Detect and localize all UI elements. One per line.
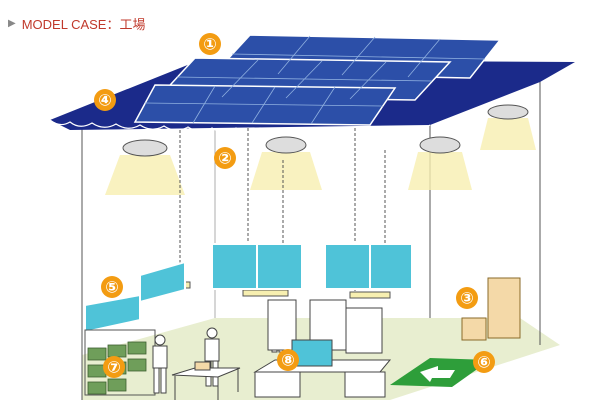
- window: [324, 243, 371, 290]
- svg-text:⑤: ⑤: [105, 278, 119, 297]
- fluorescent-fixture: [349, 291, 391, 299]
- model-case-header: ▶ MODEL CASE：工場: [8, 14, 145, 33]
- machines: [267, 299, 383, 354]
- markers: ① ② ③ ④ ⑤ ⑥ ⑦: [94, 33, 495, 378]
- window: [256, 243, 303, 290]
- window: [211, 243, 258, 290]
- ceiling-light: [105, 139, 185, 195]
- window: [139, 260, 186, 304]
- ceiling-light: [408, 136, 472, 190]
- page-title: MODEL CASE：工場: [21, 17, 146, 32]
- fluorescent-fixture: [242, 289, 289, 297]
- exit-floor-marking: [390, 358, 490, 387]
- marker-4[interactable]: ④: [94, 89, 116, 111]
- bullet-arrow-icon: ▶: [8, 18, 16, 29]
- svg-text:④: ④: [98, 91, 112, 110]
- svg-text:⑦: ⑦: [107, 358, 121, 377]
- marker-7[interactable]: ⑦: [103, 356, 125, 378]
- marker-6[interactable]: ⑥: [473, 351, 495, 373]
- roof-edge: [49, 119, 431, 133]
- storage-boxes: [461, 277, 521, 341]
- ceiling-light: [250, 136, 322, 190]
- solar-panels: [133, 34, 502, 126]
- ceiling-lights: [105, 104, 536, 195]
- svg-text:③: ③: [460, 289, 474, 308]
- marker-2[interactable]: ②: [214, 147, 236, 169]
- workbench: [171, 361, 241, 400]
- ceiling-light: [480, 104, 536, 150]
- marker-3[interactable]: ③: [456, 287, 478, 309]
- marker-1[interactable]: ①: [199, 33, 221, 55]
- windows: [84, 243, 413, 334]
- svg-text:⑥: ⑥: [477, 353, 491, 372]
- marker-8[interactable]: ⑧: [277, 349, 299, 371]
- svg-text:①: ①: [203, 35, 217, 54]
- svg-text:②: ②: [218, 149, 232, 168]
- marker-5[interactable]: ⑤: [101, 276, 123, 298]
- window: [369, 243, 413, 290]
- worker: [152, 334, 168, 394]
- window: [84, 293, 141, 334]
- svg-text:⑧: ⑧: [281, 351, 295, 370]
